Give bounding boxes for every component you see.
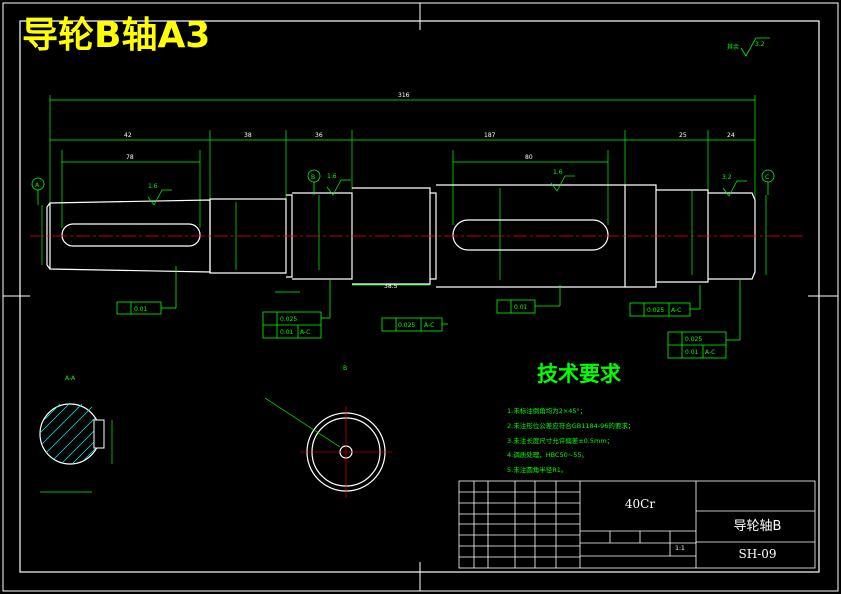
tech-requirements-notes: 1.未标注倒角均为2×45°； 2.未注形位公差应符合GB1184-96的要求；… — [507, 404, 634, 478]
tol-1: 0.01 — [134, 306, 148, 313]
datum-a: A — [35, 182, 40, 189]
section-aa-label: A-A — [65, 375, 76, 382]
datum-c: C — [765, 174, 769, 181]
roughness-note-symbol — [740, 37, 770, 57]
dim-187: 187 — [484, 132, 496, 139]
title-block-part-name: 导轮轴B — [733, 519, 782, 534]
note-5: 5.未注圆角半径R1。 — [507, 466, 568, 475]
note-3: 3.未注长度尺寸允许偏差±0.5mm； — [507, 436, 614, 445]
roughness-5: 3.2 — [722, 174, 732, 181]
roughness-1: 1.6 — [148, 183, 158, 190]
roughness-2: 1.6 — [327, 173, 337, 180]
tol-5: 0.025 — [647, 307, 664, 314]
dim-38: 38 — [244, 132, 252, 139]
tech-requirements-title: 技术要求 — [537, 362, 621, 386]
title-block-scale: 1:1 — [675, 545, 685, 552]
note-1: 1.未标注倒角均为2×45°； — [507, 407, 587, 415]
tol-2a: 0.025 — [280, 316, 297, 323]
roughness-note-value: 3.2 — [755, 41, 765, 48]
dim-38-5: 38.5 — [384, 283, 398, 290]
tol-5-ref: A-C — [671, 307, 681, 314]
tol-6b: 0.01 — [685, 349, 699, 356]
drawing-title: 导轮B轴A3 — [22, 15, 211, 56]
dim-overall: 316 — [398, 92, 410, 99]
title-block-drawing-no: SH-09 — [738, 547, 777, 561]
tol-4: 0.01 — [514, 304, 528, 311]
dim-25: 25 — [679, 132, 687, 139]
roughness-3: 1.6 — [553, 169, 563, 176]
dim-42: 42 — [124, 132, 132, 139]
tol-3: 0.025 — [398, 322, 415, 329]
note-2: 2.未注形位公差应符合GB1184-96的要求； — [507, 421, 635, 430]
title-block — [458, 480, 816, 569]
inner-border — [19, 20, 820, 573]
tol-3-ref: A-C — [424, 322, 434, 329]
dim-80: 80 — [525, 154, 533, 161]
section-aa — [39, 402, 105, 465]
tol-6-ref: A-C — [705, 349, 715, 356]
datum-b: B — [311, 174, 315, 181]
title-block-material: 40Cr — [624, 497, 656, 511]
note-4: 4.调质处理，HBC50~55。 — [507, 451, 588, 460]
section-b-label: B — [343, 365, 347, 372]
dim-36: 36 — [315, 132, 323, 139]
tol-6a: 0.025 — [685, 336, 702, 343]
tol-2b: 0.01 — [280, 329, 294, 336]
dim-78: 78 — [126, 154, 134, 161]
tol-2-ref: A-C — [300, 329, 310, 336]
roughness-note-label: 其余 — [727, 43, 739, 51]
dim-24: 24 — [727, 132, 735, 139]
